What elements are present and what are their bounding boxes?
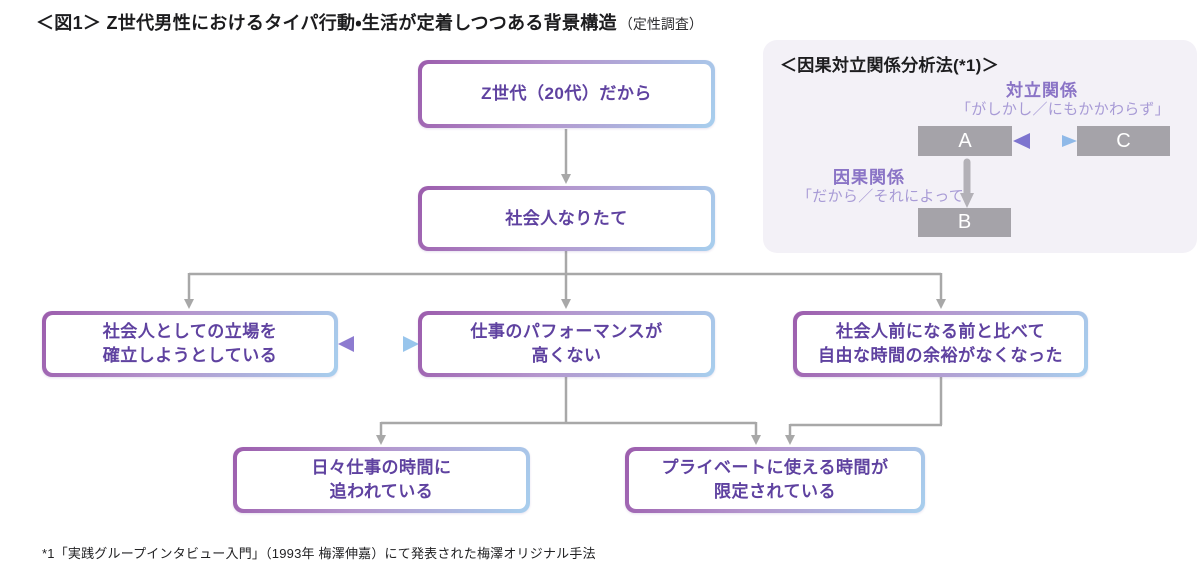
box-z-generation-label: Z世代（20代）だから bbox=[422, 64, 711, 124]
legend-title: ＜因果対立関係分析法(*1)＞ bbox=[780, 56, 999, 75]
legend-node-a: A bbox=[918, 126, 1012, 156]
legend-opposition-quote: 「がしかし／にもかかわらず」 bbox=[956, 101, 1170, 118]
box-establish-position: 社会人としての立場を 確立しようとしている bbox=[42, 311, 338, 377]
box-z-generation: Z世代（20代）だから bbox=[418, 60, 715, 128]
box-new-worker-label: 社会人なりたて bbox=[422, 190, 711, 247]
box-new-worker: 社会人なりたて bbox=[418, 186, 715, 251]
box-limited-private-time-label: プライベートに使える時間が 限定されている bbox=[629, 451, 921, 509]
figure-title-main: ＜図1＞ Z世代男性におけるタイパ行動・生活が定着しつつある背景構造 bbox=[36, 13, 617, 33]
box-limited-private-time: プライベートに使える時間が 限定されている bbox=[625, 447, 925, 513]
figure-title-sub: （定性調査） bbox=[618, 16, 703, 32]
legend-panel: ＜因果対立関係分析法(*1)＞ 対立関係 「がしかし／にもかかわらず」 A C … bbox=[763, 40, 1197, 253]
box-chased-by-work: 日々仕事の時間に 追われている bbox=[233, 447, 530, 513]
figure-title: ＜図1＞ Z世代男性におけるタイパ行動・生活が定着しつつある背景構造（定性調査） bbox=[36, 9, 703, 35]
box-chased-by-work-label: 日々仕事の時間に 追われている bbox=[237, 451, 526, 509]
legend-causal-label: 因果関係 bbox=[833, 168, 905, 187]
opposition-double-arrow-icon bbox=[338, 336, 419, 352]
legend-causal-quote: 「だから／それによって」 bbox=[797, 188, 980, 205]
legend-down-arrow-icon bbox=[960, 158, 974, 208]
legend-opposition-label: 対立関係 bbox=[1006, 81, 1078, 100]
box-less-free-time: 社会人前になる前と比べて 自由な時間の余裕がなくなった bbox=[793, 311, 1088, 377]
legend-node-c: C bbox=[1077, 126, 1170, 156]
box-less-free-time-label: 社会人前になる前と比べて 自由な時間の余裕がなくなった bbox=[797, 315, 1084, 373]
legend-node-b: B bbox=[918, 208, 1011, 237]
box-performance-label: 仕事のパフォーマンスが 高くない bbox=[422, 315, 711, 373]
box-performance: 仕事のパフォーマンスが 高くない bbox=[418, 311, 715, 377]
footnote: *1「実践グループインタビュー入門」（1993年 梅澤伸嘉）にて発表された梅澤オ… bbox=[42, 546, 596, 561]
legend-double-arrow-icon bbox=[1013, 133, 1077, 149]
box-establish-position-label: 社会人としての立場を 確立しようとしている bbox=[46, 315, 334, 373]
